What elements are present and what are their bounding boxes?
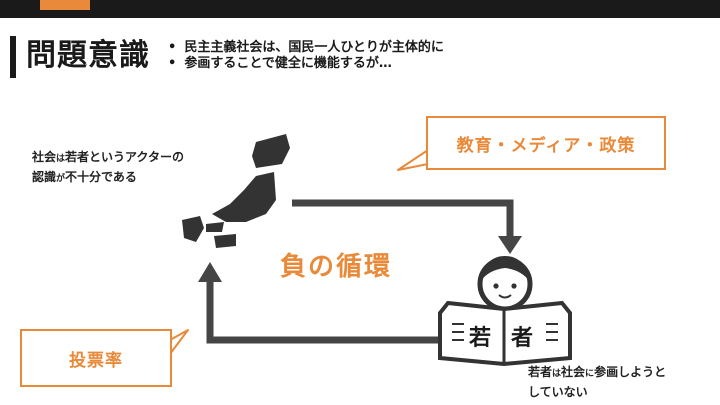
society-label-part: は	[56, 154, 66, 164]
youth-reading-icon	[438, 256, 572, 367]
title-marker	[10, 36, 16, 78]
society-label-part: が	[56, 174, 66, 184]
japan-map-icon	[182, 134, 290, 248]
youth-label-part: 社会	[561, 365, 586, 379]
society-label: 社会は若者というアクターの 認識が不十分である	[32, 148, 184, 188]
newspaper-char-2: 者	[511, 326, 534, 351]
society-label-part: 社会	[32, 150, 57, 164]
youth-label-part: していない	[528, 385, 588, 399]
youth-label-part: は	[552, 369, 562, 379]
newspaper-char-1: 若	[469, 326, 492, 351]
arrow-head-down	[498, 236, 522, 254]
cycle-label: 負の循環	[280, 252, 393, 282]
page-title: 問題意識	[26, 38, 150, 73]
youth-label-part: に	[585, 369, 595, 379]
society-label-part: 認識	[32, 170, 57, 184]
vote-bubble: 投票率	[20, 329, 172, 387]
youth-label: 若者は社会に参画しようと していない	[528, 363, 666, 401]
arrow-society-to-youth	[292, 199, 514, 240]
youth-label-part: 若者	[528, 365, 553, 379]
youth-label-part: 参画しようと	[594, 365, 667, 379]
society-label-part: 不十分である	[65, 170, 137, 184]
top-bar	[0, 0, 720, 18]
intro-bullets: 民主主義社会は、国民一人ひとりが主体的に 参画することで健全に機能するが…	[168, 40, 444, 72]
vote-bubble-tail	[169, 329, 189, 355]
arrow-youth-to-society	[206, 280, 440, 344]
policy-bubble: 教育・メディア・政策	[426, 116, 666, 170]
intro-bullet-2: 参画することで健全に機能するが…	[168, 56, 444, 72]
top-accent-bar	[40, 0, 90, 10]
society-label-part: 若者というアクターの	[65, 150, 184, 164]
arrow-head-up	[198, 262, 222, 282]
intro-bullet-1: 民主主義社会は、国民一人ひとりが主体的に	[168, 40, 444, 56]
policy-bubble-tail	[397, 149, 429, 171]
